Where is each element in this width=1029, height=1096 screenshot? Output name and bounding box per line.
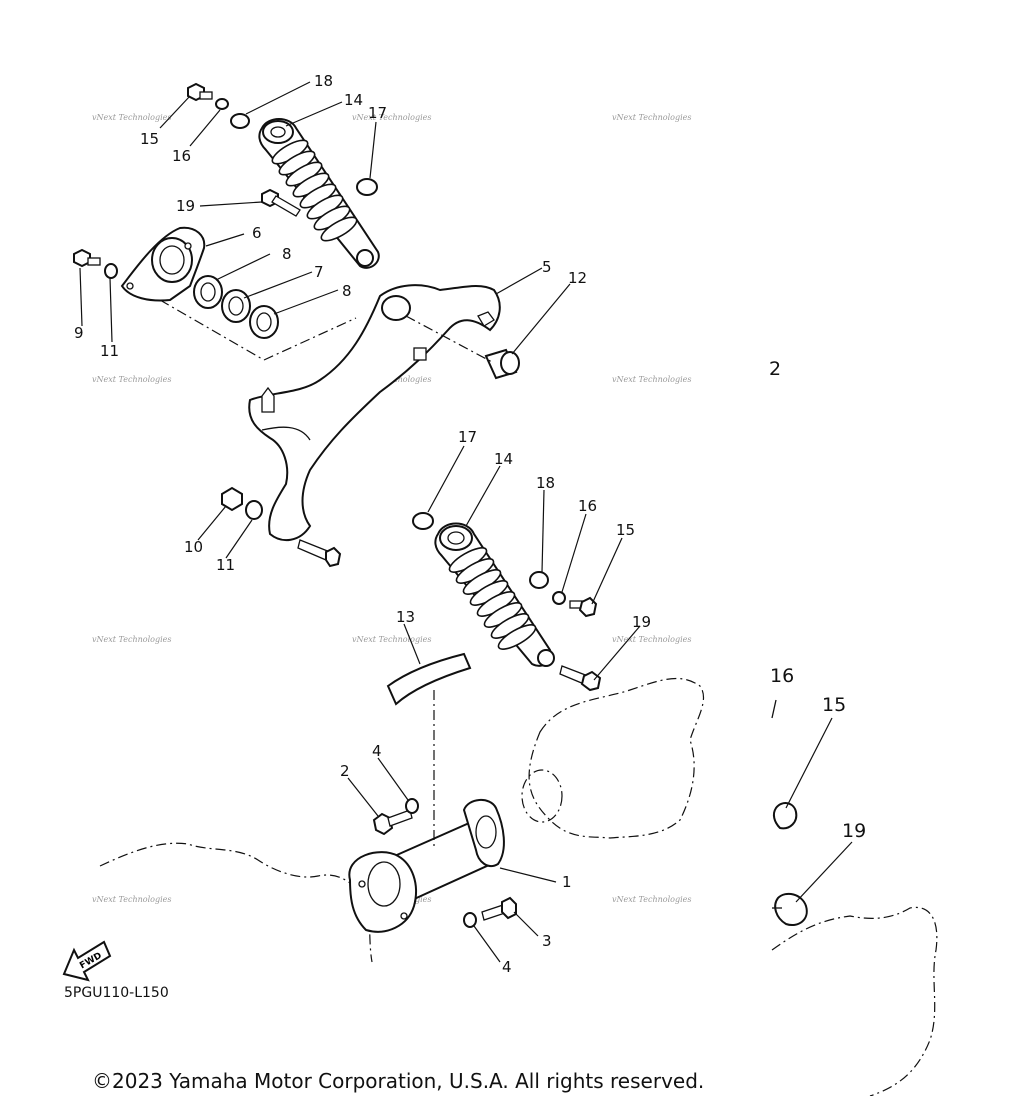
lower-shock-absorber: [434, 522, 555, 667]
upper-washer-18: [230, 113, 250, 129]
watermark: vNext Technologies: [92, 895, 171, 904]
side-bolt-19: [772, 892, 808, 926]
watermark: vNext Technologies: [352, 113, 431, 122]
watermark: vNext Technologies: [612, 375, 691, 384]
centerline-bracket-2: [263, 317, 357, 361]
callout-8-lower: 8: [342, 282, 352, 300]
tape-13: [386, 652, 472, 706]
callout-16-side: 16: [770, 665, 794, 687]
bearing-8-lower: [249, 305, 279, 339]
watermark: vNext Technologies: [352, 635, 431, 644]
watermark: vNext Technologies: [612, 635, 691, 644]
upper-shock-absorber: [258, 118, 380, 269]
side-mark: [771, 699, 777, 719]
callout-13: 13: [396, 608, 415, 626]
callout-16-upper: 16: [172, 147, 191, 165]
callout-7: 7: [314, 263, 324, 281]
watermark: vNext Technologies: [92, 375, 171, 384]
watermark: vNext Technologies: [612, 895, 691, 904]
callout-10: 10: [184, 538, 203, 556]
callout-15-upper: 15: [140, 130, 159, 148]
callout-3: 3: [542, 932, 552, 950]
callout-12: 12: [568, 269, 587, 287]
lower-washer-17: [412, 512, 434, 530]
bracket-6: [120, 226, 206, 302]
callouts: 18 14 17 15 16 19 6 8 7 8 9 11 5 12 2 10…: [74, 72, 866, 976]
callout-4-lower: 4: [502, 958, 512, 976]
callout-19-lower: 19: [632, 613, 651, 631]
callout-15-lower: 15: [616, 521, 635, 539]
lower-bolt-19: [559, 665, 602, 692]
callout-11-left: 11: [100, 342, 119, 360]
center-bolt: [297, 539, 342, 568]
callout-15-side: 15: [822, 694, 846, 716]
bolt-3: [481, 896, 517, 921]
watermark: vNext Technologies: [92, 113, 171, 122]
upper-washer-17: [356, 178, 378, 196]
lower-washer-18: [529, 571, 549, 589]
rear-arm-5: [248, 284, 501, 542]
callout-4-upper: 4: [372, 742, 382, 760]
engine-case-port: [521, 769, 563, 823]
pipe-1: [348, 799, 505, 933]
engine-case-outline: [528, 677, 705, 839]
lower-washer-16: [552, 591, 566, 605]
callout-1: 1: [562, 873, 572, 891]
callout-19-upper: 19: [176, 197, 195, 215]
frame-outline-right: [771, 906, 938, 1096]
callout-17-lower: 17: [458, 428, 477, 446]
collar-12: [484, 348, 520, 380]
leader-lines: [79, 81, 853, 963]
callout-14-lower: 14: [494, 450, 513, 468]
upper-washer-16: [215, 98, 229, 110]
washer-11-center: [245, 500, 263, 520]
lower-shock-spring: [448, 547, 537, 650]
callout-8-upper: 8: [282, 245, 292, 263]
callout-16-lower: 16: [578, 497, 597, 515]
washer-4-upper: [405, 798, 419, 814]
callout-2: 2: [340, 762, 350, 780]
upper-bolt-15: [187, 82, 213, 102]
upper-shock-spring: [271, 139, 358, 242]
washer-11-left: [104, 263, 118, 279]
callout-11-center: 11: [216, 556, 235, 574]
callout-2-side: 2: [769, 358, 781, 380]
callout-19-side: 19: [842, 820, 866, 842]
nut-10: [221, 486, 243, 512]
lower-bolt-15: [569, 596, 598, 618]
side-bolt-15: [772, 802, 798, 830]
bolt-9: [73, 248, 101, 268]
copyright-notice: ©2023 Yamaha Motor Corporation, U.S.A. A…: [92, 1069, 705, 1093]
callout-17-upper: 17: [368, 104, 387, 122]
washer-4-lower: [463, 912, 477, 928]
centerline-bracket: [159, 299, 265, 361]
callout-14-upper: 14: [344, 91, 363, 109]
diagram-code: 5PGU110-L150: [64, 985, 169, 1001]
callout-5: 5: [542, 258, 552, 276]
callout-6: 6: [252, 224, 262, 242]
centerline-collar: [405, 315, 493, 363]
callout-18-lower: 18: [536, 474, 555, 492]
collar-7: [221, 289, 251, 323]
fwd-arrow-icon: FWD: [62, 940, 112, 982]
bolt-2: [372, 809, 413, 836]
callout-18-upper: 18: [314, 72, 333, 90]
watermark: vNext Technologies: [612, 113, 691, 122]
watermark: vNext Technologies: [92, 635, 171, 644]
callout-9: 9: [74, 324, 84, 342]
bearing-8-upper: [193, 275, 223, 309]
